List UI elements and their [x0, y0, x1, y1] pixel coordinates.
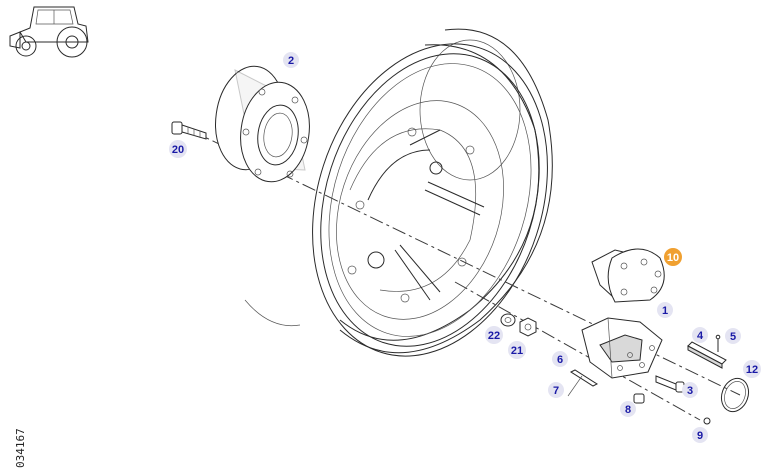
callout-22[interactable]: 22 [485, 326, 503, 344]
hub-flange-part [215, 65, 310, 183]
leader-line-7 [567, 375, 583, 397]
wheel-rim [244, 28, 553, 357]
callout-7[interactable]: 7 [548, 382, 564, 398]
axis-line-lower [454, 281, 701, 421]
callout-4[interactable]: 4 [692, 327, 708, 343]
callout-label: 3 [687, 385, 693, 397]
bolt-part-8 [633, 393, 645, 404]
callout-8[interactable]: 8 [620, 401, 636, 417]
callout-10[interactable]: 10 [664, 248, 682, 266]
callout-label: 12 [746, 364, 758, 376]
callout-3[interactable]: 3 [682, 382, 698, 398]
callout-1[interactable]: 1 [657, 302, 673, 318]
callout-label: 21 [511, 345, 523, 357]
screw-part-9 [703, 417, 711, 425]
callout-20[interactable]: 20 [169, 140, 187, 158]
callout-label: 6 [557, 354, 563, 366]
callout-5[interactable]: 5 [725, 328, 741, 344]
callout-label: 9 [697, 430, 703, 442]
callout-label: 22 [488, 330, 500, 342]
pin-part-5 [715, 334, 721, 352]
callout-label: 5 [730, 331, 736, 343]
tractor-icon [9, 6, 89, 58]
bolt-part-3 [655, 375, 685, 393]
callout-2[interactable]: 2 [283, 52, 299, 68]
callout-label: 20 [172, 144, 184, 156]
key-part-4 [687, 341, 727, 369]
callout-label: 8 [625, 404, 631, 416]
long-pin-part-6 [569, 369, 599, 387]
circlip-part-12 [720, 377, 750, 413]
callout-6[interactable]: 6 [552, 351, 568, 367]
clamp-part-1 [581, 317, 663, 379]
callout-9[interactable]: 9 [692, 427, 708, 443]
callout-label: 2 [288, 55, 294, 67]
wedge-collar-part-10 [591, 248, 665, 303]
callout-label: 10 [667, 252, 679, 264]
washer-part-22 [500, 313, 516, 327]
bolt-part-20 [171, 121, 207, 140]
document-number: 034167 [14, 428, 27, 468]
callout-label: 4 [697, 330, 704, 342]
callout-21[interactable]: 21 [508, 341, 526, 359]
callout-label: 1 [662, 305, 668, 317]
callout-12[interactable]: 12 [743, 360, 761, 378]
callout-label: 7 [553, 385, 559, 397]
nut-part-21 [519, 317, 537, 337]
